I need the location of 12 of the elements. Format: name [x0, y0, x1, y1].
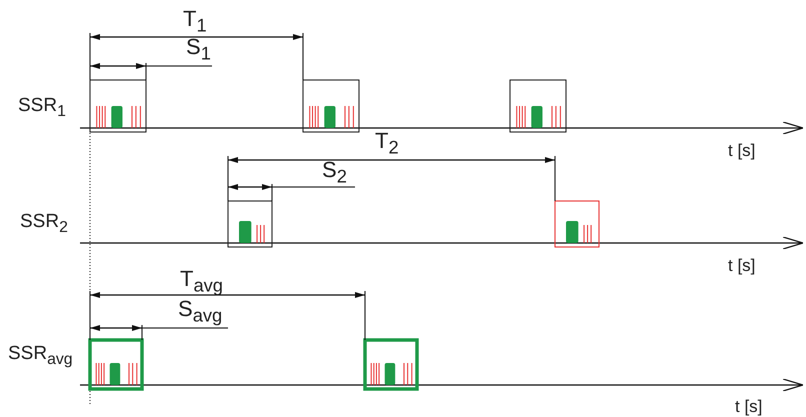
- axis-label: t [s]: [728, 142, 756, 159]
- axis-label: t [s]: [728, 257, 756, 274]
- signal-label: SSR$_{avg}$: [8, 344, 73, 368]
- dimension-label: T$_{avg}$: [180, 268, 224, 295]
- signal-label: SSR$_{1}$: [18, 96, 66, 120]
- signal-label: SSR$_{2}$: [20, 212, 68, 236]
- dimension-label: S$_{1}$: [186, 36, 211, 63]
- axis-label: t [s]: [735, 398, 762, 415]
- dimension-label: S$_{2}$: [322, 159, 347, 186]
- dimension-label: T$_{1}$: [183, 8, 207, 35]
- dimension-label: S$_{avg}$: [178, 298, 222, 325]
- dimension-label: T$_{2}$: [375, 130, 399, 157]
